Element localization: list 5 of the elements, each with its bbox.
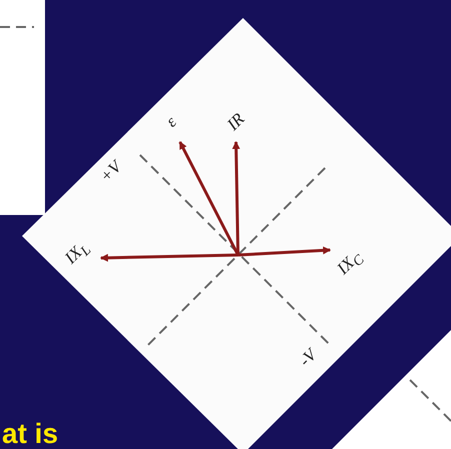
phasor-label: -V bbox=[295, 345, 321, 371]
phasor-label: ε bbox=[162, 112, 181, 132]
phasor-label: IR bbox=[223, 109, 249, 135]
slide-text: at is bbox=[2, 418, 58, 449]
phasor-label: +V bbox=[96, 157, 126, 187]
